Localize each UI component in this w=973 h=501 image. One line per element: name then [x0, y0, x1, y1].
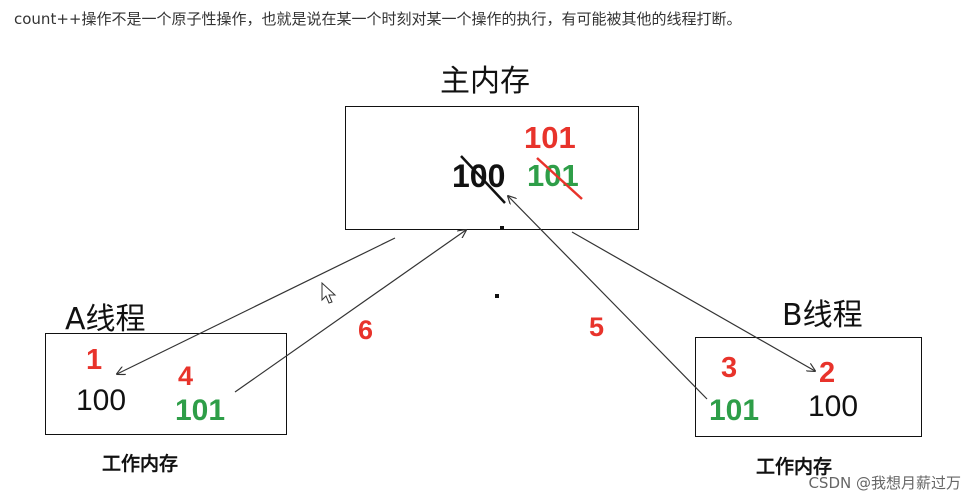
- strike-old-value: [460, 155, 506, 204]
- thread-b-value-read: 100: [808, 390, 859, 423]
- arrow-thread-a-to-main: [234, 230, 466, 393]
- thread-a-value-written: 101: [175, 394, 226, 427]
- thread-b-value-written: 101: [709, 394, 760, 427]
- thread-a-work-memory-label: 工作内存: [102, 453, 179, 475]
- dot-upper: [500, 226, 504, 230]
- thread-a-step-read: 1: [86, 344, 103, 376]
- thread-a-title: A线程: [65, 302, 146, 337]
- dot-lower: [495, 294, 499, 298]
- thread-b-work-memory-label: 工作内存: [756, 456, 833, 478]
- main-memory-box: [345, 106, 639, 230]
- thread-a-work-memory-box: [45, 333, 287, 435]
- arrow-main-to-thread-a: [117, 237, 396, 374]
- main-memory-title: 主内存: [440, 64, 530, 99]
- thread-b-step-write: 3: [721, 352, 738, 384]
- main-memory-new-value: 101: [524, 120, 576, 155]
- watermark: CSDN @我想月薪过万: [808, 474, 961, 492]
- arrow-thread-b-to-main: [508, 196, 708, 400]
- thread-a-value-read: 100: [76, 384, 127, 417]
- strike-crossed-value: [536, 157, 583, 200]
- thread-b-title: B线程: [782, 298, 863, 333]
- thread-a-step-write: 4: [178, 361, 194, 391]
- mouse-cursor-icon: [321, 281, 337, 304]
- thread-b-step-read: 2: [819, 357, 836, 389]
- main-memory-crossed-value: 101: [527, 158, 579, 193]
- arrow-main-to-thread-b: [571, 231, 815, 371]
- caption-text: count++操作不是一个原子性操作，也就是说在某一个时刻对某一个操作的执行，有…: [14, 10, 742, 28]
- arrow-label-b-write-back: 5: [589, 312, 605, 342]
- arrow-label-a-write-back: 6: [358, 315, 374, 345]
